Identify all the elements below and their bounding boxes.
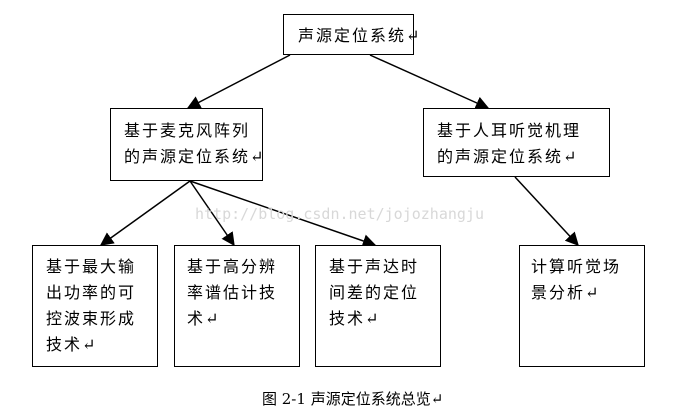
arrow-auditory-to-casa (514, 176, 579, 246)
auditory-node: 基于人耳听觉机理 的声源定位系统↵ (423, 108, 610, 177)
node-text: 基于最大输 (46, 257, 137, 276)
leaf-tdoa-node: 基于声达时 间差的定位 技术↵ (315, 245, 441, 367)
node-text: 景分析↵ (531, 283, 601, 302)
mic-array-node: 基于麦克风阵列 的声源定位系统↵ (110, 108, 263, 181)
arrow-root-to-mic (186, 54, 291, 109)
node-text: 基于声达时 (329, 257, 420, 276)
node-text: 间差的定位 (329, 283, 420, 302)
node-text: 控波束形成 (46, 309, 137, 328)
leaf-spectrum-node: 基于高分辨 率谱估计技 术↵ (174, 245, 300, 367)
node-text: 的声源定位系统↵ (124, 147, 266, 166)
arrow-mic-to-tdoa (189, 180, 377, 248)
leaf-casa-node: 计算听觉场 景分析↵ (519, 245, 645, 367)
node-text: 声源定位系统↵ (298, 26, 422, 45)
watermark: http://blog.csdn.net/jojozhangju (195, 205, 484, 223)
node-text: 基于人耳听觉机理 (437, 121, 582, 140)
leaf-power-node: 基于最大输 出功率的可 控波束形成 技术↵ (32, 245, 158, 367)
node-text: 出功率的可 (46, 283, 137, 302)
node-text: 术↵ (187, 309, 221, 328)
node-text: 的声源定位系统↵ (437, 147, 579, 166)
figure-caption: 图 2-1 声源定位系统总览↵ (262, 390, 444, 408)
node-text: 计算听觉场 (531, 257, 622, 276)
root-node: 声源定位系统↵ (283, 14, 422, 55)
arrow-mic-to-power (99, 180, 191, 246)
node-text: 技术↵ (329, 309, 381, 328)
node-text: 率谱估计技 (187, 283, 278, 302)
node-text: 基于高分辨 (187, 257, 278, 276)
arrow-mic-to-spectrum (189, 180, 235, 247)
arrow-root-to-auditory (369, 54, 490, 110)
node-text: 基于麦克风阵列 (124, 121, 251, 140)
node-text: 技术↵ (46, 335, 98, 354)
